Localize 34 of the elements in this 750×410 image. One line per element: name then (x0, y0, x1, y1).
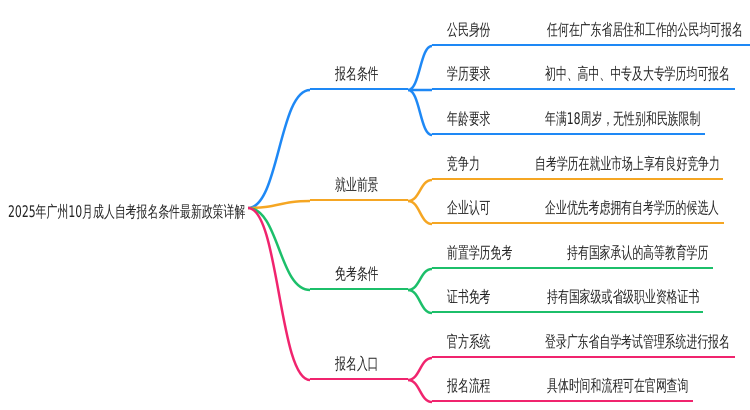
branch-connector (408, 288, 432, 314)
subtopic-label: 证书免考 (447, 287, 491, 307)
branch-topic: 报名入口 (335, 354, 379, 374)
branch-connector (408, 88, 432, 92)
subtopic-label: 报名流程 (447, 376, 491, 396)
subtopic-label: 官方系统 (447, 332, 491, 352)
subtopic-label: 学历要求 (447, 64, 491, 84)
branch-connector (408, 200, 432, 226)
branch-connector (408, 268, 432, 292)
branch-topic: 免考条件 (335, 264, 379, 284)
branch-connector (408, 356, 432, 382)
branch-topic: 就业前景 (335, 175, 379, 195)
detail-text: 具体时间和流程可在官网查询 (547, 376, 688, 396)
detail-text: 持有国家级或省级职业资格证书 (547, 287, 700, 307)
branch-connector (408, 88, 432, 136)
branch-topic: 报名条件 (335, 64, 379, 84)
detail-text: 持有国家承认的高等教育学历 (567, 243, 708, 263)
detail-text: 自考学历在就业市场上享有良好竞争力 (535, 154, 720, 174)
branch-connector (408, 44, 432, 92)
branch-connector (247, 206, 311, 382)
detail-text: 年满18周岁，无性别和民族限制 (545, 109, 700, 129)
subtopic-label: 年龄要求 (447, 109, 491, 129)
branch-connector (248, 200, 310, 210)
detail-text: 企业优先考虑拥有自考学历的候选人 (545, 198, 720, 218)
detail-text: 初中、高中、中专及大专学历均可报名 (545, 64, 730, 84)
root-topic: 2025年广州10月成人自考报名条件最新政策详解 (8, 202, 246, 222)
subtopic-label: 企业认可 (447, 198, 491, 218)
subtopic-label: 前置学历免考 (447, 243, 512, 263)
subtopic-label: 竞争力 (447, 154, 480, 174)
detail-text: 登录广东省自学考试管理系统进行报名 (545, 332, 730, 352)
detail-text: 任何在广东省居住和工作的公民均可报名 (547, 20, 743, 40)
branch-connector (408, 378, 432, 404)
branch-connector (408, 178, 432, 202)
subtopic-label: 公民身份 (447, 20, 491, 40)
